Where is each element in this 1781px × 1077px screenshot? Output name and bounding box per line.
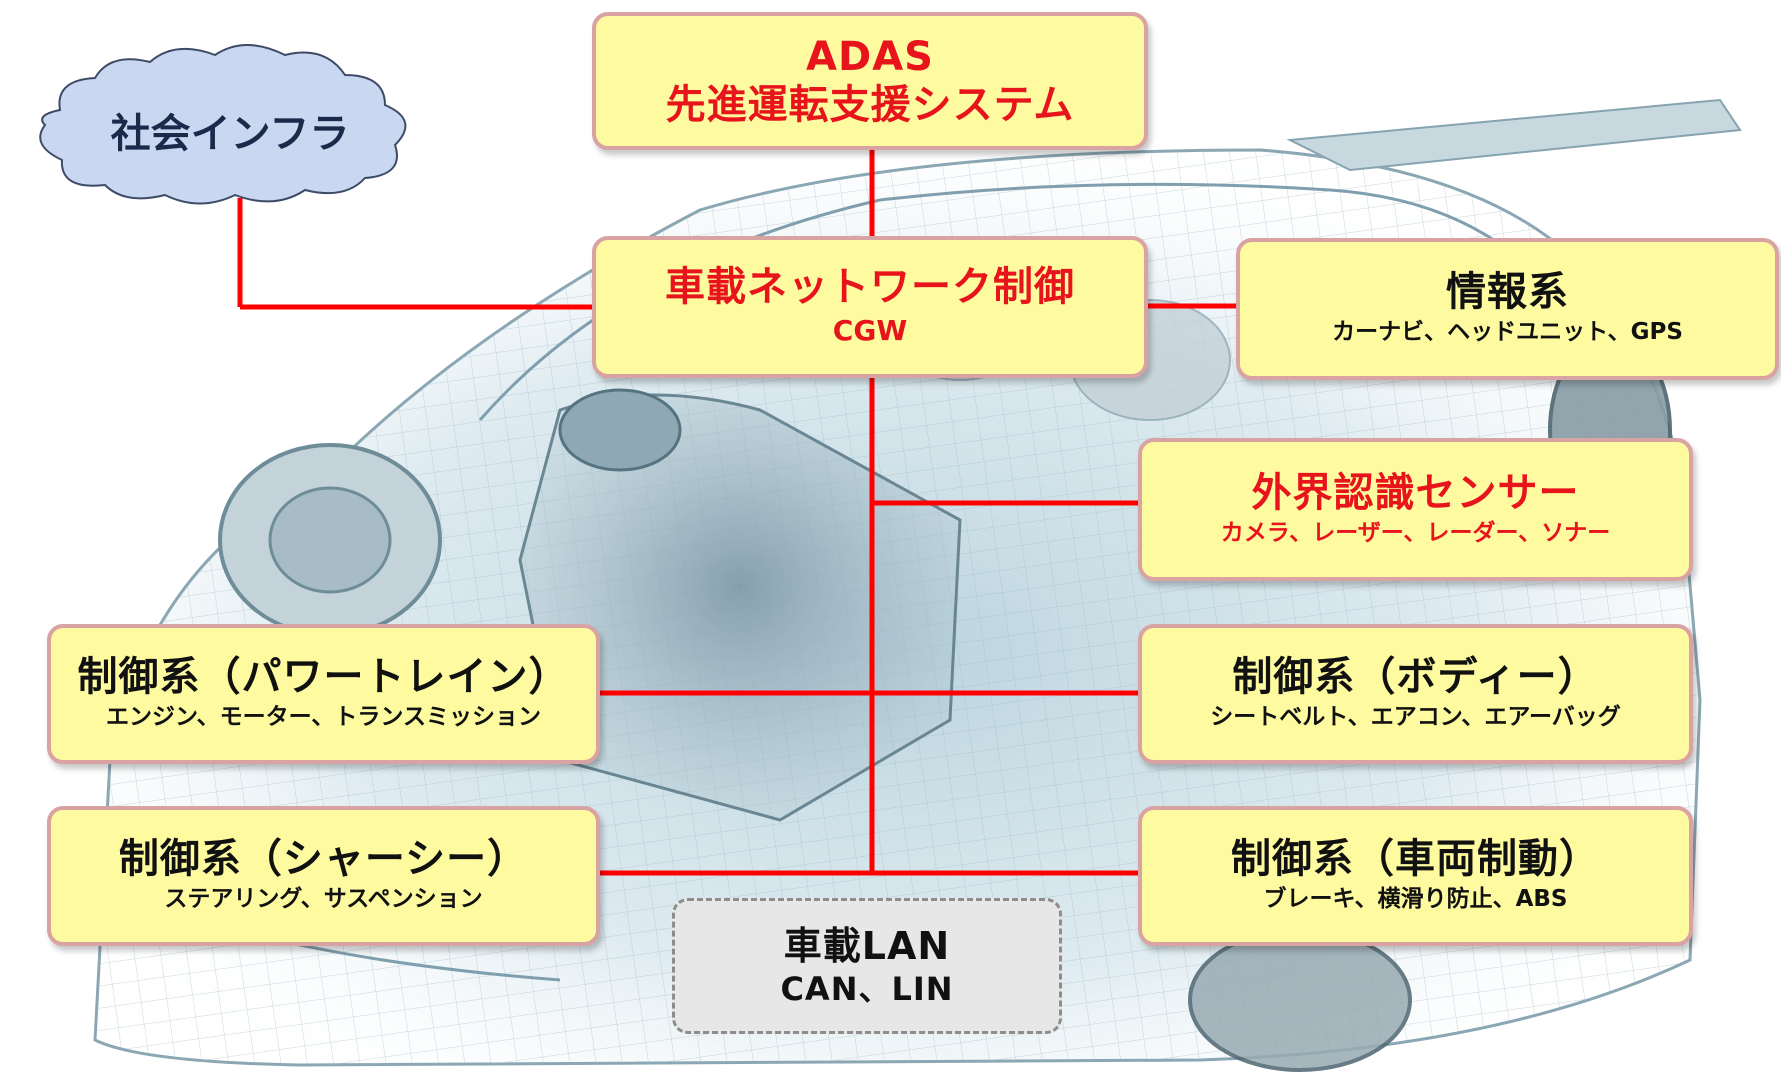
adas-title: ADAS bbox=[806, 34, 934, 80]
chassis-sub: ステアリング、サスペンション bbox=[164, 886, 483, 913]
sensor-box: 外界認識センサー カメラ、レーザー、レーダー、ソナー bbox=[1138, 438, 1693, 581]
adas-box: ADAS 先進運転支援システム bbox=[592, 12, 1148, 150]
powertrain-box: 制御系（パワートレイン） エンジン、モーター、トランスミッション bbox=[47, 624, 600, 764]
braking-title: 制御系（車両制動） bbox=[1231, 836, 1600, 883]
connector-lines bbox=[237, 145, 1238, 876]
braking-sub: ブレーキ、横滑り防止、ABS bbox=[1263, 886, 1568, 913]
lan-sub: CAN、LIN bbox=[780, 969, 954, 1008]
cgw-title: 車載ネットワーク制御 bbox=[665, 263, 1075, 310]
chassis-title: 制御系（シャーシー） bbox=[118, 836, 529, 883]
sensor-title: 外界認識センサー bbox=[1251, 469, 1580, 516]
lan-title: 車載LAN bbox=[783, 924, 951, 968]
cgw-box: 車載ネットワーク制御 CGW bbox=[592, 236, 1148, 378]
cloud-label: 社会インフラ bbox=[110, 111, 350, 157]
info-box: 情報系 カーナビ、ヘッドユニット、GPS bbox=[1236, 238, 1779, 380]
info-title: 情報系 bbox=[1446, 269, 1569, 316]
powertrain-sub: エンジン、モーター、トランスミッション bbox=[106, 704, 541, 731]
body-sub: シートベルト、エアコン、エアーバッグ bbox=[1210, 704, 1621, 731]
sensor-sub: カメラ、レーザー、レーダー、ソナー bbox=[1220, 519, 1611, 546]
braking-box: 制御系（車両制動） ブレーキ、横滑り防止、ABS bbox=[1138, 806, 1693, 946]
body-title: 制御系（ボディー） bbox=[1232, 654, 1599, 701]
info-sub: カーナビ、ヘッドユニット、GPS bbox=[1332, 319, 1683, 346]
cloud-shape bbox=[39, 44, 407, 205]
powertrain-title: 制御系（パワートレイン） bbox=[77, 654, 570, 701]
adas-subtitle: 先進運転支援システム bbox=[665, 82, 1075, 128]
lan-box: 車載LAN CAN、LIN bbox=[672, 898, 1062, 1034]
cgw-sub: CGW bbox=[832, 313, 908, 347]
chassis-box: 制御系（シャーシー） ステアリング、サスペンション bbox=[47, 806, 600, 946]
body-box: 制御系（ボディー） シートベルト、エアコン、エアーバッグ bbox=[1138, 624, 1693, 764]
